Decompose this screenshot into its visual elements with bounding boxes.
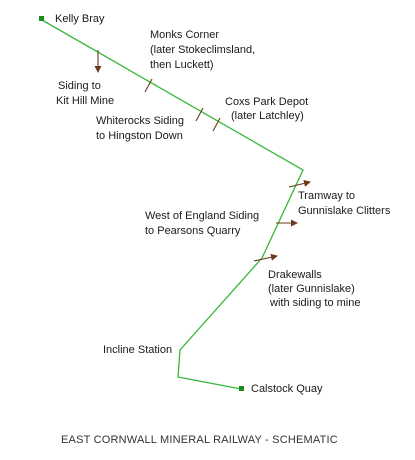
kelly-bray-terminus-marker: [39, 16, 44, 21]
siding-kit-hill-label: Siding to Kit Hill Mine: [56, 80, 114, 107]
kelly-bray-label: Kelly Bray: [55, 13, 105, 25]
drakewalls-label: Drakewalls (later Gunnislake) with sidin…: [268, 269, 361, 309]
monks-corner-station-tick: [144, 78, 153, 93]
incline-station-label: Incline Station: [103, 344, 172, 356]
calstock-quay-terminus-marker: [239, 386, 244, 391]
diagram-title: EAST CORNWALL MINERAL RAILWAY - SCHEMATI…: [61, 434, 338, 446]
monks-corner-label: Monks Corner (later Stokeclimsland, then…: [150, 29, 258, 71]
tramway-label: Tramway to Gunnislake Clitters: [298, 190, 391, 217]
coxs-park-depot-label: Coxs Park Depot (later Latchley): [225, 96, 311, 122]
west-of-england-siding-label: West of England Siding to Pearsons Quarr…: [145, 210, 262, 237]
tramway-siding-arrow: [288, 179, 311, 188]
drakewalls-siding-arrow: [253, 253, 278, 262]
railway-route-line: [41, 19, 304, 390]
whiterocks-siding-label: Whiterocks Siding to Hingston Down: [96, 115, 187, 142]
coxs-park-depot-tick: [212, 117, 221, 132]
whiterocks-siding-tick: [195, 107, 204, 122]
calstock-quay-label: Calstock Quay: [251, 383, 323, 395]
